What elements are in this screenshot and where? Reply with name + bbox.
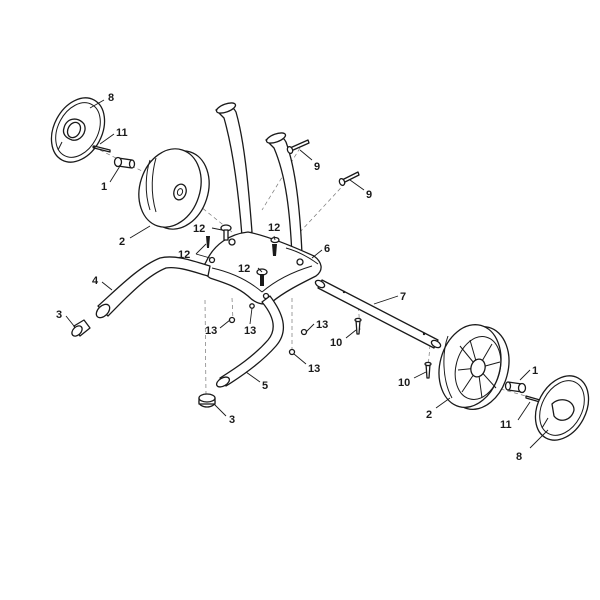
tube-left-leg <box>95 256 211 319</box>
callout-10-a: 10 <box>330 337 342 349</box>
hub-cap-right <box>534 375 590 441</box>
frame-base <box>203 231 322 305</box>
bolt-9-a <box>286 139 310 155</box>
callout-9-a: 9 <box>314 161 320 173</box>
wheel-right <box>438 324 510 410</box>
callout-12-a: 12 <box>193 223 205 235</box>
callout-11-left: 11 <box>116 127 128 139</box>
end-cap-left <box>71 319 91 337</box>
pin-left <box>92 145 111 153</box>
nut-13-b <box>249 303 255 309</box>
callout-11-right: 11 <box>500 419 512 431</box>
callout-8-left: 8 <box>108 92 114 104</box>
callout-4: 4 <box>92 275 99 287</box>
callout-12-d: 12 <box>238 263 250 275</box>
callout-labels: 8 11 1 2 9 9 12 12 12 12 6 4 7 3 13 13 1… <box>56 92 538 463</box>
callout-3-left: 3 <box>56 309 62 321</box>
nuts-13 <box>228 303 308 356</box>
callout-13-b: 13 <box>244 325 256 337</box>
callout-1-left: 1 <box>101 181 107 193</box>
bolt-9-b <box>338 171 360 187</box>
screw-10-a <box>354 317 362 335</box>
nut-13-c <box>300 328 308 336</box>
screws-10 <box>354 317 432 379</box>
nut-13-a <box>228 316 236 324</box>
bolts-9 <box>286 139 360 187</box>
axle <box>314 279 442 349</box>
wheel-left <box>138 148 210 230</box>
callout-1-right: 1 <box>532 365 538 377</box>
tube-front-leg <box>215 295 285 388</box>
callout-3-front: 3 <box>229 414 235 426</box>
callout-5: 5 <box>262 380 268 392</box>
bolt-12-a <box>220 224 232 241</box>
callout-10-b: 10 <box>398 377 410 389</box>
callout-13-c: 13 <box>316 319 328 331</box>
callout-12-b: 12 <box>268 222 280 234</box>
callout-12-c: 12 <box>178 249 190 261</box>
callout-9-b: 9 <box>366 189 372 201</box>
handle-left <box>215 102 253 237</box>
callout-6: 6 <box>324 243 330 255</box>
bolt-12-b <box>206 236 210 248</box>
leader-lines <box>65 99 549 449</box>
callout-8-right: 8 <box>516 451 522 463</box>
callout-13-d: 13 <box>308 363 320 375</box>
bushing-left <box>113 156 136 169</box>
handle-right <box>265 132 303 257</box>
nut-13-d <box>288 348 296 356</box>
end-cap-front <box>198 393 216 408</box>
screw-10-b <box>424 361 432 379</box>
callout-13-a: 13 <box>205 325 217 337</box>
callout-7: 7 <box>400 291 406 303</box>
hub-cap-left <box>50 97 106 163</box>
callout-2-left: 2 <box>119 236 125 248</box>
bushing-right <box>504 381 527 394</box>
callout-2-right: 2 <box>426 409 432 421</box>
